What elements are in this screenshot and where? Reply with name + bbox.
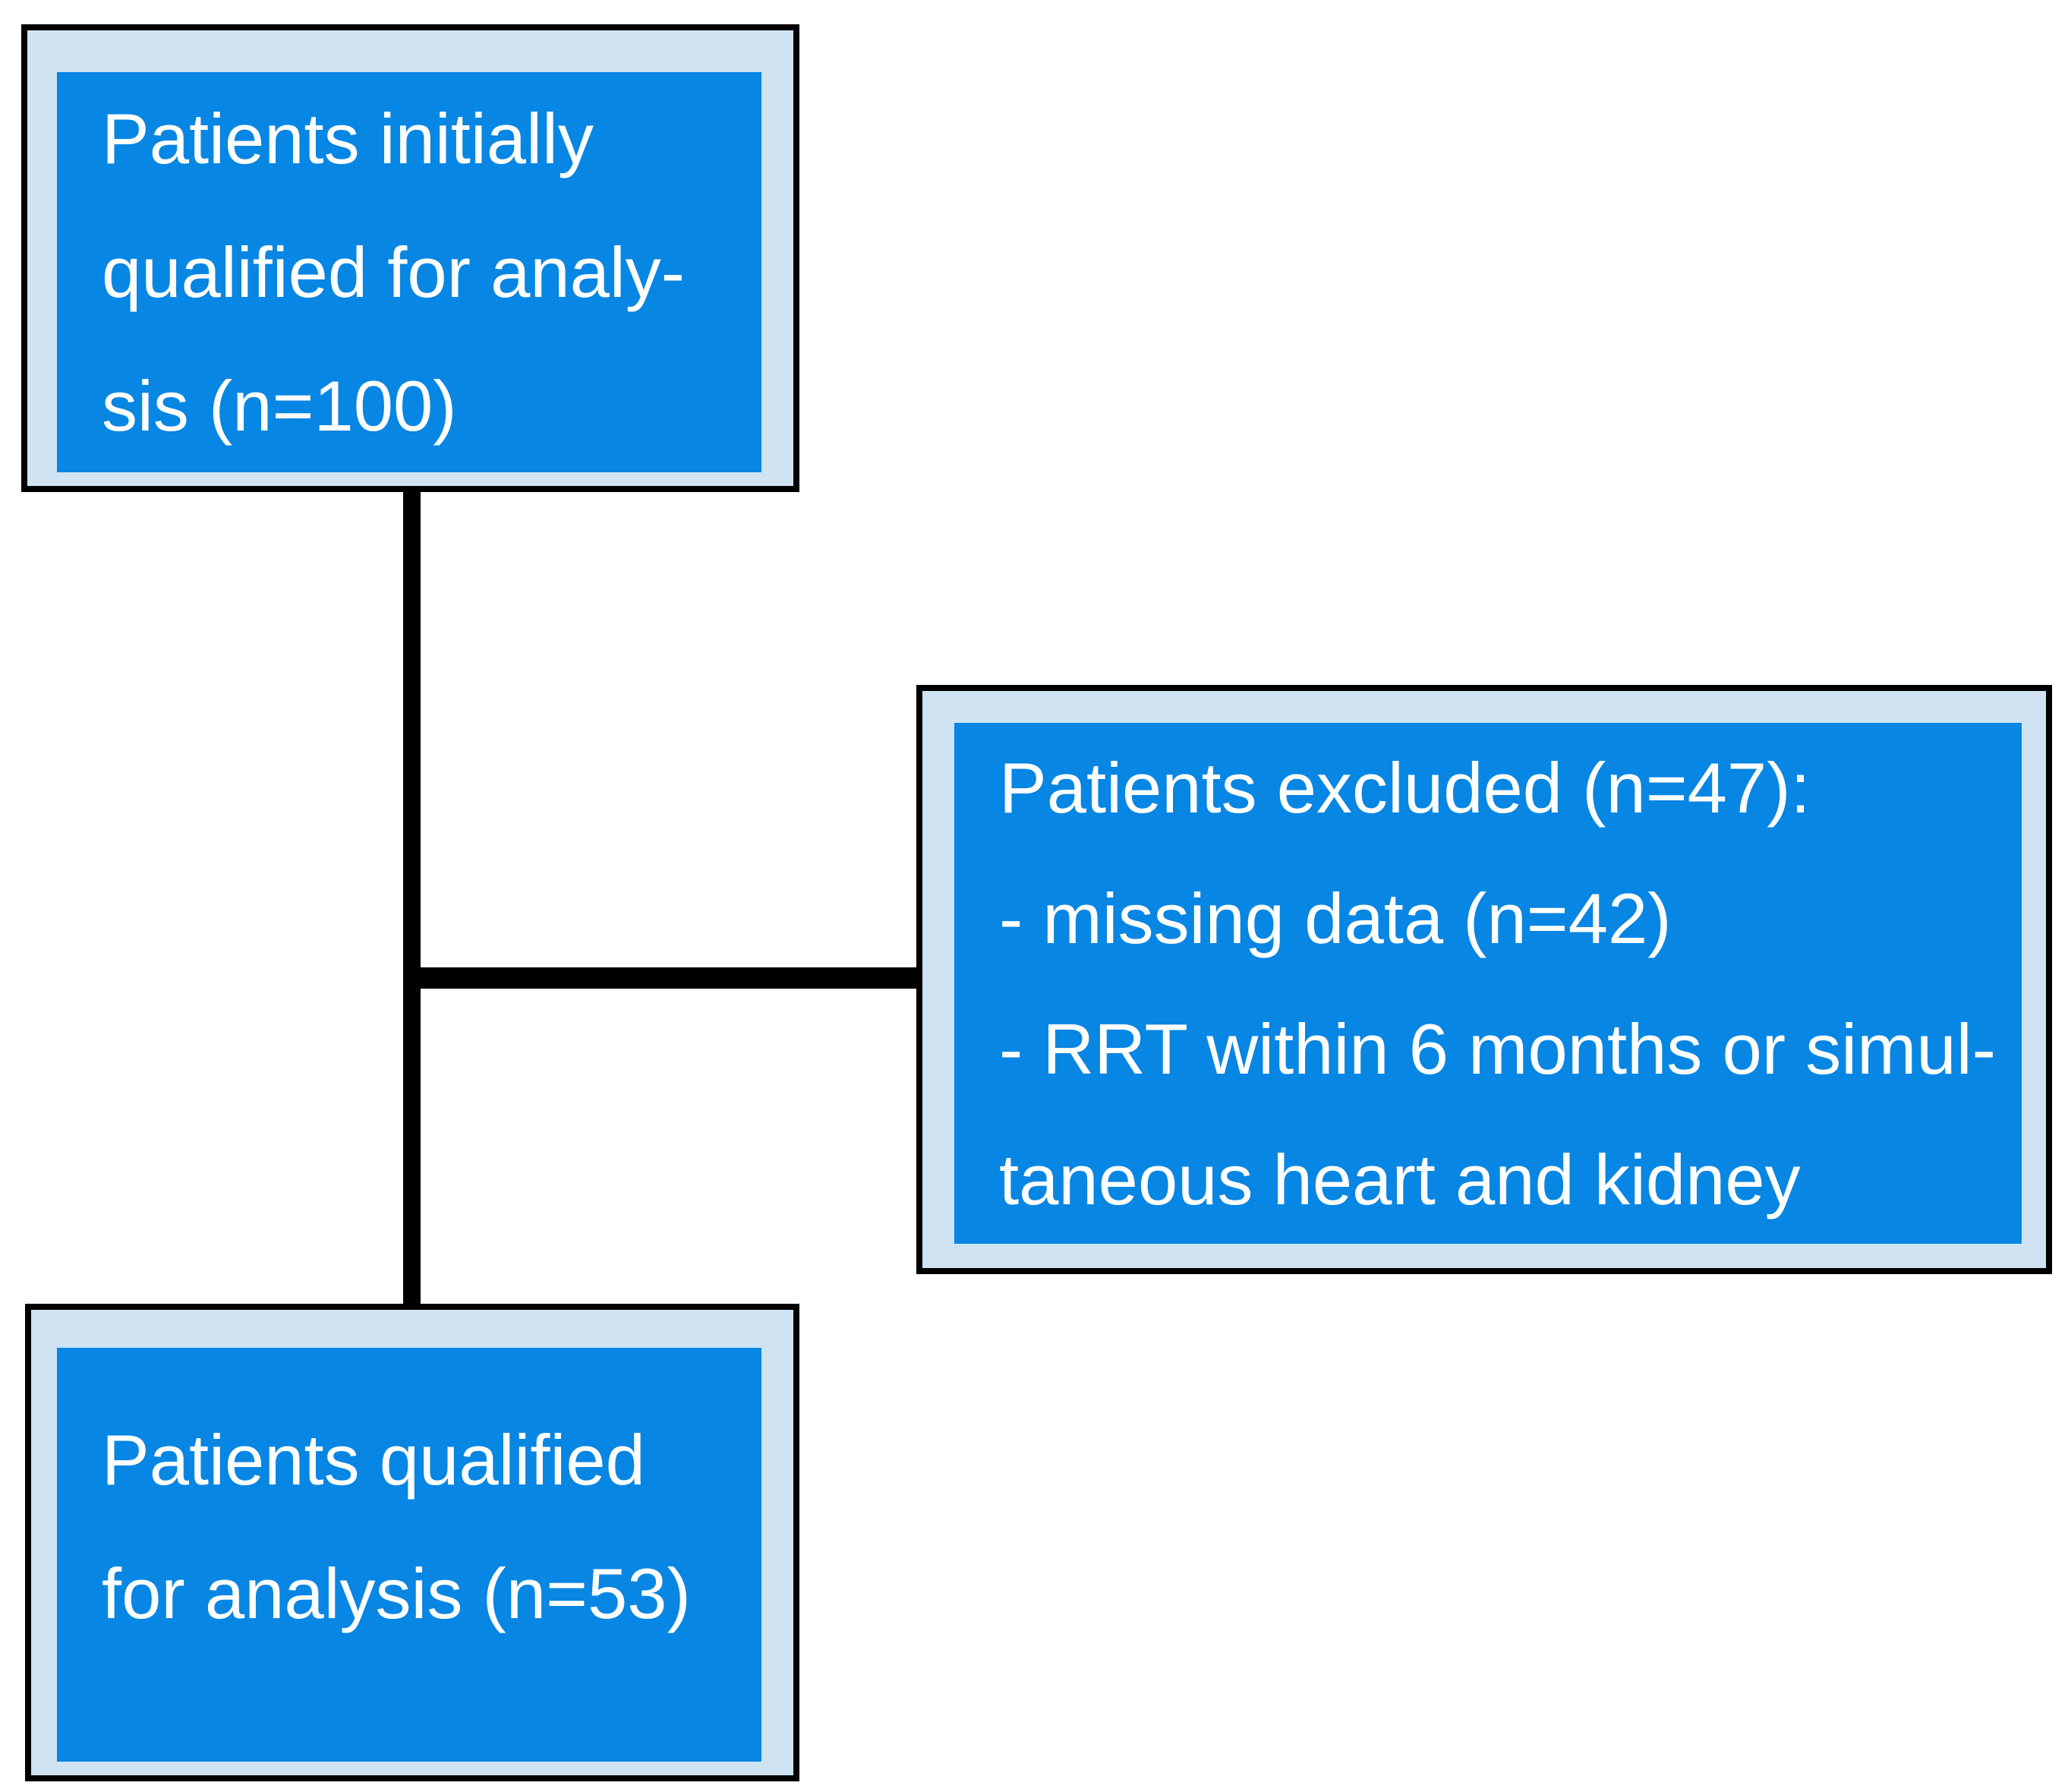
flow-box-initial-line: qualified for analy-: [102, 232, 686, 312]
flow-box-excluded-line: - RRT within 6 months or simul-: [999, 1009, 1996, 1089]
flow-box-qualified-line: for analysis (n=53): [102, 1554, 691, 1633]
flow-box-excluded-line: taneous heart and kidney: [999, 1140, 1801, 1219]
flow-box-excluded-line: - missing data (n=42): [999, 879, 1672, 958]
flow-box-excluded-body: Patients excluded (n=47): - missing data…: [954, 723, 2022, 1244]
flow-box-initial-body: Patients initially qualified for analy- …: [57, 72, 761, 472]
connector-horizontal-line: [403, 967, 922, 989]
flow-box-qualified-body: Patients qualified for analysis (n=53): [57, 1348, 761, 1762]
flow-box-excluded: Patients excluded (n=47): - missing data…: [916, 685, 2052, 1274]
connector-vertical-line: [403, 486, 421, 1310]
flow-box-excluded-line: Patients excluded (n=47):: [999, 748, 1811, 828]
flow-box-initial-line: sis (n=100): [102, 366, 457, 446]
flow-box-qualified: Patients qualified for analysis (n=53): [25, 1304, 799, 1781]
flow-box-qualified-line: Patients qualified: [102, 1420, 645, 1500]
flow-box-initial: Patients initially qualified for analy- …: [21, 24, 799, 492]
flow-box-initial-line: Patients initially: [102, 99, 594, 178]
